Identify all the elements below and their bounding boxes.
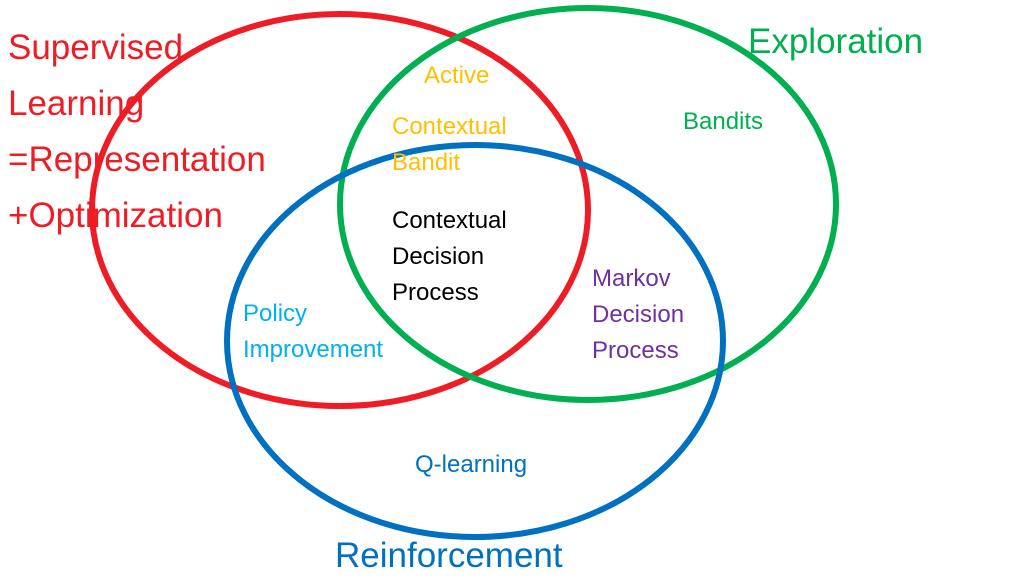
q-learning-label: Q-learning xyxy=(415,451,528,478)
contextual-bandit-label: Contextual Bandit xyxy=(392,109,507,181)
cdp-line-1: Contextual xyxy=(392,207,507,234)
supervised-learning-circle xyxy=(89,11,591,409)
exploration-circle xyxy=(337,5,839,403)
reinforcement-circle xyxy=(224,142,726,540)
supervised-line-1: Supervised xyxy=(8,28,184,67)
cdp-line-2: Decision xyxy=(392,243,485,270)
supervised-learning-label: Supervised Learning =Representation +Opt… xyxy=(8,20,266,244)
active-label: Active xyxy=(424,62,490,89)
contextual-bandit-line-1: Contextual xyxy=(392,113,507,140)
mdp-line-2: Decision xyxy=(592,301,685,328)
contextual-decision-process-label: Contextual Decision Process xyxy=(392,203,507,311)
supervised-line-4: +Optimization xyxy=(8,196,223,235)
supervised-line-2: Learning xyxy=(8,84,145,123)
mdp-line-3: Process xyxy=(592,337,679,364)
mdp-line-1: Markov xyxy=(592,265,671,292)
policy-line-1: Policy xyxy=(243,300,308,327)
contextual-bandit-line-2: Bandit xyxy=(392,149,461,176)
reinforcement-label: Reinforcement xyxy=(335,536,563,575)
bandits-label: Bandits xyxy=(683,108,764,135)
markov-decision-process-label: Markov Decision Process xyxy=(592,261,684,369)
policy-line-2: Improvement xyxy=(243,336,384,363)
policy-improvement-label: Policy Improvement xyxy=(243,296,383,368)
exploration-label: Exploration xyxy=(748,22,924,61)
supervised-line-3: =Representation xyxy=(8,140,266,179)
cdp-line-3: Process xyxy=(392,279,479,306)
